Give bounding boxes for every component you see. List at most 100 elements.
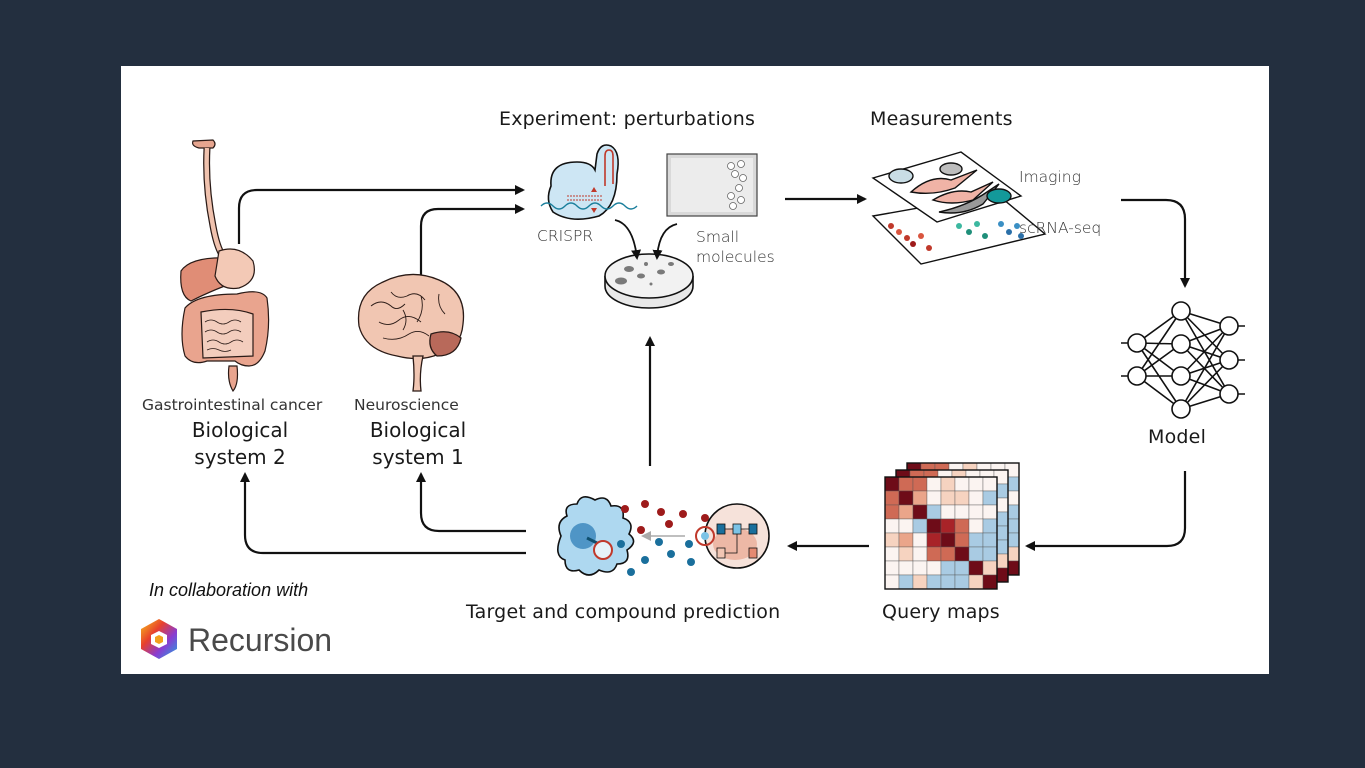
prediction-label: Target and compound prediction bbox=[466, 601, 781, 623]
neural-network-icon bbox=[1121, 301, 1245, 419]
system1-title-line1: Biological bbox=[369, 418, 467, 442]
query-maps-icon bbox=[884, 462, 1020, 590]
query-map-cell bbox=[982, 574, 998, 590]
query-map-cell bbox=[884, 560, 900, 576]
arrow-prediction-to-system2 bbox=[240, 472, 526, 555]
imaging-plane bbox=[871, 151, 1023, 223]
query-map-cell bbox=[982, 518, 998, 534]
scrna-seq-label: scRNA-seq bbox=[1019, 219, 1102, 237]
query-map-cell bbox=[926, 504, 942, 520]
query-map-cell bbox=[968, 518, 984, 534]
query-map-cell bbox=[940, 490, 956, 506]
petri-dish-icon bbox=[604, 253, 694, 309]
query-map-cell bbox=[912, 532, 928, 548]
query-map-cell bbox=[898, 504, 914, 520]
gastrointestinal-icon bbox=[180, 139, 270, 393]
query-map-cell bbox=[968, 504, 984, 520]
query-map-cell bbox=[940, 546, 956, 562]
collaboration-text: In collaboration with bbox=[149, 580, 309, 600]
query-map-cell bbox=[982, 504, 998, 520]
query-map-cell bbox=[968, 532, 984, 548]
query-map-cell bbox=[968, 560, 984, 576]
query-map-cell bbox=[940, 560, 956, 576]
figure-panel: Experiment: perturbations Measurements C… bbox=[121, 66, 1269, 674]
compound-dots bbox=[617, 500, 709, 576]
system2-subtitle: Gastrointestinal cancer bbox=[142, 396, 323, 414]
query-map-cell bbox=[940, 518, 956, 534]
query-map-cell bbox=[954, 532, 970, 548]
brain-icon bbox=[357, 273, 465, 392]
query-map-cell bbox=[954, 560, 970, 576]
query-map-cell bbox=[926, 490, 942, 506]
query-map-cell bbox=[982, 476, 998, 492]
query-map-cell bbox=[912, 546, 928, 562]
arrow-measurements-to-model bbox=[1121, 198, 1190, 288]
query-map-cell bbox=[898, 546, 914, 562]
query-map-cell bbox=[940, 504, 956, 520]
query-map-border bbox=[884, 476, 998, 590]
arrow-prediction-to-system1 bbox=[416, 472, 526, 533]
query-map-cell bbox=[954, 574, 970, 590]
arrow-brain-to-experiment bbox=[419, 204, 525, 278]
system1-title-line2: system 1 bbox=[372, 445, 464, 469]
query-map-cell bbox=[982, 490, 998, 506]
system2-title: Biological system 2 bbox=[181, 417, 299, 471]
query-map-cell bbox=[982, 560, 998, 576]
query-map-cell bbox=[982, 546, 998, 562]
query-map-cell bbox=[898, 490, 914, 506]
query-map-cell bbox=[954, 490, 970, 506]
system2-title-line1: Biological bbox=[191, 418, 289, 442]
query-map-cell bbox=[912, 574, 928, 590]
query-map-cell bbox=[884, 504, 900, 520]
query-map-cell bbox=[884, 476, 900, 492]
target-cell-icon bbox=[557, 496, 635, 576]
query-map-cell bbox=[968, 476, 984, 492]
query-map-cell bbox=[954, 518, 970, 534]
query-map-cell bbox=[982, 532, 998, 548]
system1-subtitle: Neuroscience bbox=[354, 396, 459, 414]
flow-diagram bbox=[141, 139, 1245, 659]
query-map-cell bbox=[926, 476, 942, 492]
query-map-cell bbox=[926, 560, 942, 576]
system2-title-line2: system 2 bbox=[194, 445, 286, 469]
crispr-label: CRISPR bbox=[537, 227, 594, 245]
query-map-cell bbox=[968, 574, 984, 590]
query-map-cell bbox=[926, 574, 942, 590]
model-label: Model bbox=[1148, 426, 1207, 448]
well-plate-icon bbox=[666, 153, 758, 217]
query-map-cell bbox=[912, 560, 928, 576]
pathway-icon bbox=[695, 503, 770, 569]
experiment-title: Experiment: perturbations bbox=[499, 108, 756, 130]
query-map-cell bbox=[898, 518, 914, 534]
query-map-cell bbox=[912, 490, 928, 506]
query-map-cell bbox=[884, 532, 900, 548]
query-map-cell bbox=[926, 518, 942, 534]
query-map-cell bbox=[898, 574, 914, 590]
system1-title: Biological system 1 bbox=[359, 417, 477, 471]
query-map-cell bbox=[954, 476, 970, 492]
query-map-cell bbox=[912, 518, 928, 534]
query-map-cell bbox=[884, 574, 900, 590]
query-map-cell bbox=[898, 532, 914, 548]
arrow-model-to-querymaps bbox=[1025, 471, 1187, 551]
query-map-cell bbox=[968, 546, 984, 562]
arrow-gi-to-experiment bbox=[237, 185, 525, 244]
query-map-cell bbox=[926, 532, 942, 548]
imaging-label: Imaging bbox=[1019, 168, 1081, 186]
query-map-cell bbox=[940, 476, 956, 492]
crispr-icon bbox=[540, 144, 638, 220]
query-map-cell bbox=[884, 518, 900, 534]
query-map-layer bbox=[884, 476, 998, 590]
query-map-cell bbox=[898, 476, 914, 492]
query-map-cell bbox=[898, 560, 914, 576]
query-map-cell bbox=[912, 476, 928, 492]
query-map-cell bbox=[926, 546, 942, 562]
query-map-cell bbox=[884, 546, 900, 562]
measurements-title: Measurements bbox=[870, 108, 1013, 130]
query-map-cell bbox=[912, 504, 928, 520]
query-map-cell bbox=[940, 574, 956, 590]
query-map-cell bbox=[968, 490, 984, 506]
query-map-cell bbox=[884, 490, 900, 506]
query-map-cell bbox=[940, 532, 956, 548]
query-maps-label: Query maps bbox=[882, 601, 1000, 623]
